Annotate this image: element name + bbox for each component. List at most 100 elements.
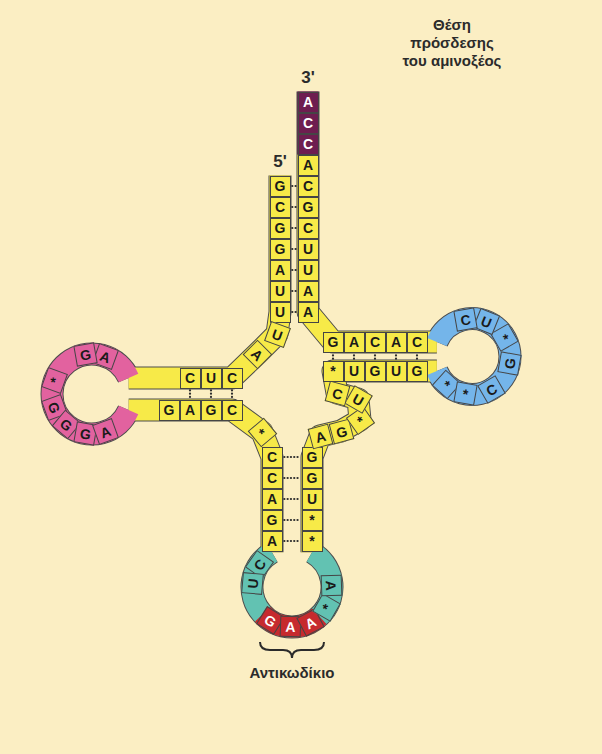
backbone-outline: [52, 92, 510, 628]
nucleotide-box: *: [247, 417, 277, 447]
diagram-stage: GCGGAUUUACUCAG*GGGAGAGC*CCAGACUGAA*A**UG…: [0, 12, 602, 742]
base-letter: G: [58, 416, 75, 434]
nucleotide-box: C: [298, 218, 319, 239]
base-letter: A: [275, 263, 285, 277]
base-pair-bond: [292, 311, 296, 313]
base-letter: A: [303, 305, 313, 319]
base-pair-bond: [292, 206, 296, 208]
nucleotide-box: C: [298, 113, 319, 134]
end-label: 5': [273, 152, 287, 172]
base-letter: G: [502, 357, 518, 370]
nucleotide-box: A: [386, 332, 407, 353]
base-pair-bond: [292, 290, 296, 292]
nucleotide-box: G: [407, 361, 428, 382]
base-pair-bond: [292, 227, 296, 229]
base-letter: G: [206, 403, 217, 417]
base-letter: A: [285, 620, 296, 634]
base-letter: A: [99, 423, 113, 440]
nucleotide-box: U: [298, 260, 319, 281]
base-letter: A: [391, 335, 401, 349]
nucleotide-box: G: [73, 342, 97, 366]
base-letter: G: [334, 423, 348, 439]
base-pair-bond: [332, 354, 334, 358]
backbone-fill: [52, 92, 510, 628]
base-letter: A: [349, 335, 359, 349]
nucleotide-box: A: [270, 260, 291, 281]
stem-band: [312, 371, 437, 552]
base-letter: C: [267, 450, 277, 464]
stem-band: [308, 155, 437, 343]
nucleotide-box: U: [270, 302, 291, 323]
nucleotide-box: G: [302, 447, 323, 468]
base-letter: G: [262, 612, 279, 630]
base-letter: G: [46, 400, 63, 415]
base-pair-bond: [416, 354, 418, 358]
base-pair-bond: [189, 390, 191, 397]
base-letter: U: [303, 263, 313, 277]
base-letter: C: [303, 116, 313, 130]
base-pair-bond: [292, 248, 296, 250]
base-letter: U: [275, 305, 285, 319]
base-letter: C: [303, 179, 313, 193]
base-letter: G: [275, 221, 286, 235]
base-letter: *: [255, 425, 268, 439]
end-label: 3': [301, 68, 315, 88]
base-letter: C: [251, 556, 268, 572]
base-letter: A: [185, 403, 195, 417]
base-letter: A: [303, 158, 313, 172]
base-letter: U: [391, 364, 401, 378]
nucleotide-box: C: [324, 380, 350, 406]
base-pair-bond: [284, 498, 299, 500]
base-letter: C: [227, 403, 237, 417]
end-label: Αντικωδίκιο: [250, 664, 335, 682]
base-letter: A: [303, 284, 313, 298]
base-letter: *: [47, 375, 62, 385]
nucleotide-box: *: [453, 382, 477, 406]
base-letter: G: [307, 450, 318, 464]
base-letter: C: [185, 371, 195, 385]
nucleotide-box: U: [270, 281, 291, 302]
nucleotide-box: G: [270, 218, 291, 239]
nucleotide-box: C: [222, 400, 243, 421]
base-letter: *: [440, 378, 453, 392]
base-letter: *: [461, 387, 469, 402]
base-letter: G: [275, 179, 286, 193]
base-pair-bond: [284, 540, 299, 542]
nucleotide-box: A: [298, 155, 319, 176]
nucleotide-box: U: [241, 572, 264, 595]
nucleotide-box: G: [365, 361, 386, 382]
nucleotide-box: C: [180, 368, 201, 389]
base-pair-bond: [210, 390, 212, 397]
nucleotide-box: A: [298, 302, 319, 323]
base-letter: C: [303, 221, 313, 235]
base-letter: C: [303, 137, 313, 151]
base-pair-bond: [284, 456, 299, 458]
nucleotide-box: U: [344, 361, 365, 382]
base-letter: C: [330, 385, 343, 401]
stem-band: [129, 176, 280, 379]
backbone-outline: [129, 176, 280, 379]
base-pair-bond: [292, 269, 296, 271]
base-letter: A: [267, 492, 277, 506]
nucleotide-box: A: [242, 339, 272, 369]
nucleotide-box: C: [262, 447, 283, 468]
base-letter: A: [99, 348, 113, 365]
nucleotide-box: A: [180, 400, 201, 421]
base-letter: *: [309, 513, 314, 527]
nucleotide-box: G: [159, 400, 180, 421]
base-letter: *: [319, 601, 334, 613]
base-letter: *: [309, 534, 314, 548]
nucleotide-box: A: [344, 332, 365, 353]
nucleotide-box: C: [407, 332, 428, 353]
base-letter: U: [206, 371, 216, 385]
nucleotide-box: A: [262, 489, 283, 510]
d-loop-band: [52, 354, 129, 434]
base-letter: G: [275, 242, 286, 256]
base-letter: U: [303, 242, 313, 256]
base-pair-bond: [395, 354, 397, 358]
base-letter: A: [303, 614, 319, 631]
nucleotide-box: A: [298, 92, 319, 113]
backbone-outline: [312, 371, 437, 552]
base-letter: C: [267, 471, 277, 485]
nucleotide-box: *: [302, 531, 323, 552]
